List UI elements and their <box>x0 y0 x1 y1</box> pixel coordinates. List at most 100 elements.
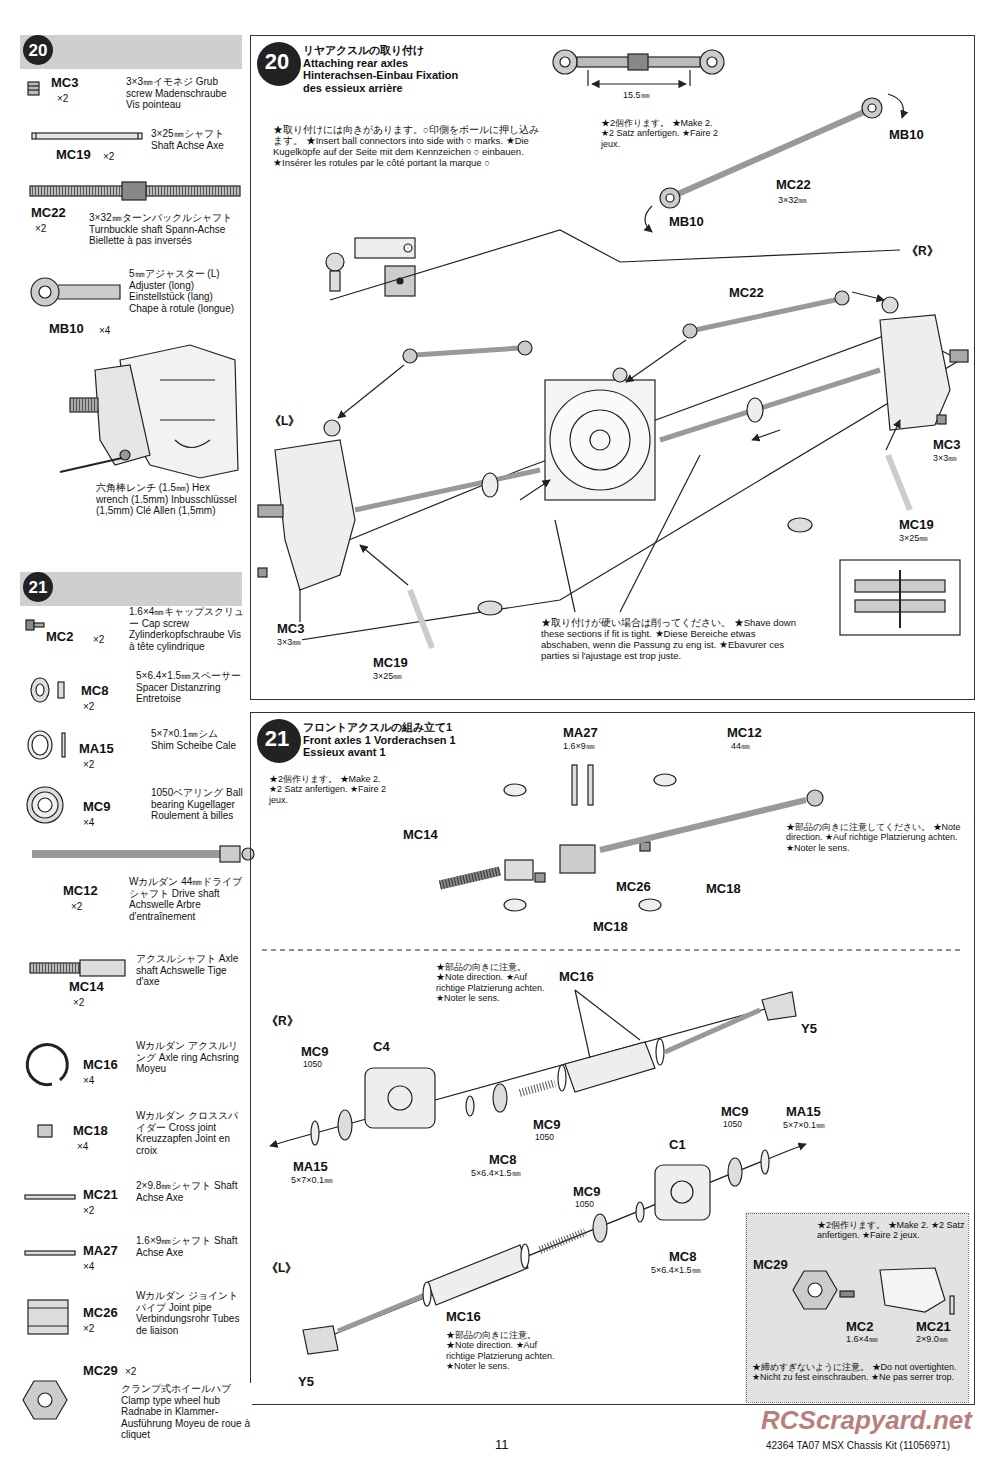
part-icons-part <box>38 1393 52 1407</box>
rear-axle-illustration-part <box>613 368 627 382</box>
step-number: 21 <box>257 719 297 759</box>
rear-axle-illustration-part <box>592 83 686 84</box>
part-icons-part <box>30 963 80 973</box>
front-axle-illustration-part <box>505 860 533 880</box>
part-code: Y5 <box>800 1022 818 1037</box>
front-axle-illustration-part <box>572 765 577 805</box>
rear-axle-illustration-part <box>899 570 901 628</box>
rear-axle-illustration-part <box>545 380 655 500</box>
part-icons-part <box>23 1381 67 1419</box>
rear-axle-illustration-part <box>645 206 652 232</box>
part-icons-part <box>27 1045 67 1085</box>
tool-description: 六角棒レンチ (1.5㎜) Hex wrench (1.5mm) Inbussc… <box>95 482 242 517</box>
front-axle-illustration-part <box>365 1068 435 1128</box>
front-axle-illustration-part <box>521 1244 529 1268</box>
front-axle-illustration-part <box>558 1065 566 1091</box>
part-icons-part <box>26 620 34 630</box>
part-description: 1.6×4㎜キャップスクリュー Cap screw Zylinderkopfsc… <box>128 606 248 652</box>
note: ★2個作ります。 ★Make 2. ★2 Satz anfertigen. ★F… <box>600 118 727 149</box>
rear-axle-illustration-part <box>880 315 950 430</box>
rear-axle-illustration-part <box>570 410 630 470</box>
front-axle-illustration-part <box>654 774 676 786</box>
rear-axle-illustration-part <box>747 398 763 422</box>
front-axle-illustration-part <box>270 1140 290 1146</box>
part-description: Wカルダン アクスルリング Axle ring Achsring Moyeu <box>135 1040 242 1075</box>
dimension: 3×3㎜ <box>276 637 302 647</box>
front-axle-illustration-part <box>671 1181 693 1203</box>
rear-axle-illustration-part <box>403 349 417 363</box>
rear-axle-illustration-part <box>888 455 910 510</box>
part-description: アクスルシャフト Axle shaft Achswelle Tige d'axe <box>135 953 242 988</box>
rear-axle-illustration-part <box>275 440 355 590</box>
page-number: 11 <box>494 1438 510 1453</box>
part-icons-part <box>28 82 39 95</box>
rear-axle-illustration-part <box>588 70 690 86</box>
note: ★2個作ります。 ★Make 2. ★2 Satz anfertigen. ★F… <box>268 774 395 805</box>
part-code: MA15 <box>292 1160 329 1175</box>
dimension: 2×9.0㎜ <box>915 1334 949 1344</box>
front-axle-illustration-part <box>565 1042 655 1092</box>
front-axle-illustration-part <box>639 899 661 911</box>
part-icons-part <box>38 1125 52 1137</box>
front-axle-illustration-part <box>428 1245 528 1305</box>
front-axle-illustration-part <box>880 1268 945 1312</box>
dimension: 1050 <box>722 1120 743 1130</box>
step-number-circle: 21 <box>257 719 301 763</box>
part-code: MB10 <box>888 128 925 143</box>
dimension: 1.6×9㎜ <box>562 741 596 751</box>
front-axle-illustration-part <box>728 1158 742 1186</box>
front-axle-illustration-part <box>575 990 640 1040</box>
part-icons-part <box>28 89 39 90</box>
front-axle-illustration-part <box>808 1283 822 1297</box>
rear-axle-illustration-part <box>882 297 898 313</box>
note: ★取り付けが硬い場合は削ってください。 ★Shave down these se… <box>540 618 807 662</box>
rear-axle-illustration-part <box>626 340 686 382</box>
step-number: 21 <box>23 572 53 602</box>
rear-axle-illustration-part <box>338 365 404 418</box>
dimension: 1050 <box>574 1200 595 1210</box>
part-icons-part <box>242 848 254 860</box>
part-code: MC14 <box>68 980 105 995</box>
step-band: 20 <box>20 35 242 69</box>
part-code: MC3 <box>50 76 79 91</box>
dimension: 5×7×0.1㎜ <box>290 1175 334 1185</box>
front-axle-illustration-part <box>636 1202 644 1222</box>
part-icons-part <box>25 1251 75 1255</box>
rear-axle-illustration-part <box>660 370 880 440</box>
rear-axle-illustration-part <box>620 455 700 612</box>
rear-axle-illustration-part <box>330 230 900 300</box>
side-mark: 《R》 <box>265 1015 300 1029</box>
part-code: MC16 <box>445 1310 482 1325</box>
front-axle-illustration-part <box>600 800 806 850</box>
part-code: MC18 <box>705 882 742 897</box>
part-icons <box>23 82 254 1419</box>
part-code: MC9 <box>720 1105 749 1120</box>
part-code: MB10 <box>668 215 705 230</box>
rear-axle-illustration-part <box>415 348 520 355</box>
front-axle-illustration-part <box>388 1086 412 1110</box>
rear-axle-illustration-part <box>886 420 900 450</box>
front-axle-illustration-part <box>493 1084 507 1112</box>
part-code: MC3 <box>932 438 961 453</box>
quantity: ×2 <box>56 93 69 105</box>
front-axle-illustration-part <box>338 1295 425 1331</box>
rear-axle-illustration-part <box>840 560 960 635</box>
rear-axle-illustration-part <box>752 430 780 440</box>
dimension: 5×6.4×1.5㎜ <box>650 1265 702 1275</box>
step-band: 21 <box>20 572 242 606</box>
part-icons-part <box>35 133 36 139</box>
dimension: 15.5㎜ <box>622 90 651 100</box>
part-icons-part <box>32 133 142 139</box>
dimension: 5×7×0.1㎜ <box>782 1120 826 1130</box>
quantity: ×4 <box>76 1141 89 1153</box>
note: ★取り付けには向きがあります。○印側をボールに押し込みます。 ★Insert b… <box>272 125 544 169</box>
rear-axle-illustration-part <box>482 473 498 497</box>
quantity: ×2 <box>92 634 105 646</box>
part-code: MC8 <box>668 1250 697 1265</box>
part-icons-part <box>27 787 63 823</box>
part-description: Wカルダン 44㎜ドライブシャフト Drive shaft Achswelle … <box>128 876 245 922</box>
quantity: ×4 <box>82 817 95 829</box>
rear-axle-illustration-part <box>360 545 408 585</box>
part-icons-part <box>34 623 44 627</box>
part-code: MC12 <box>726 726 763 741</box>
